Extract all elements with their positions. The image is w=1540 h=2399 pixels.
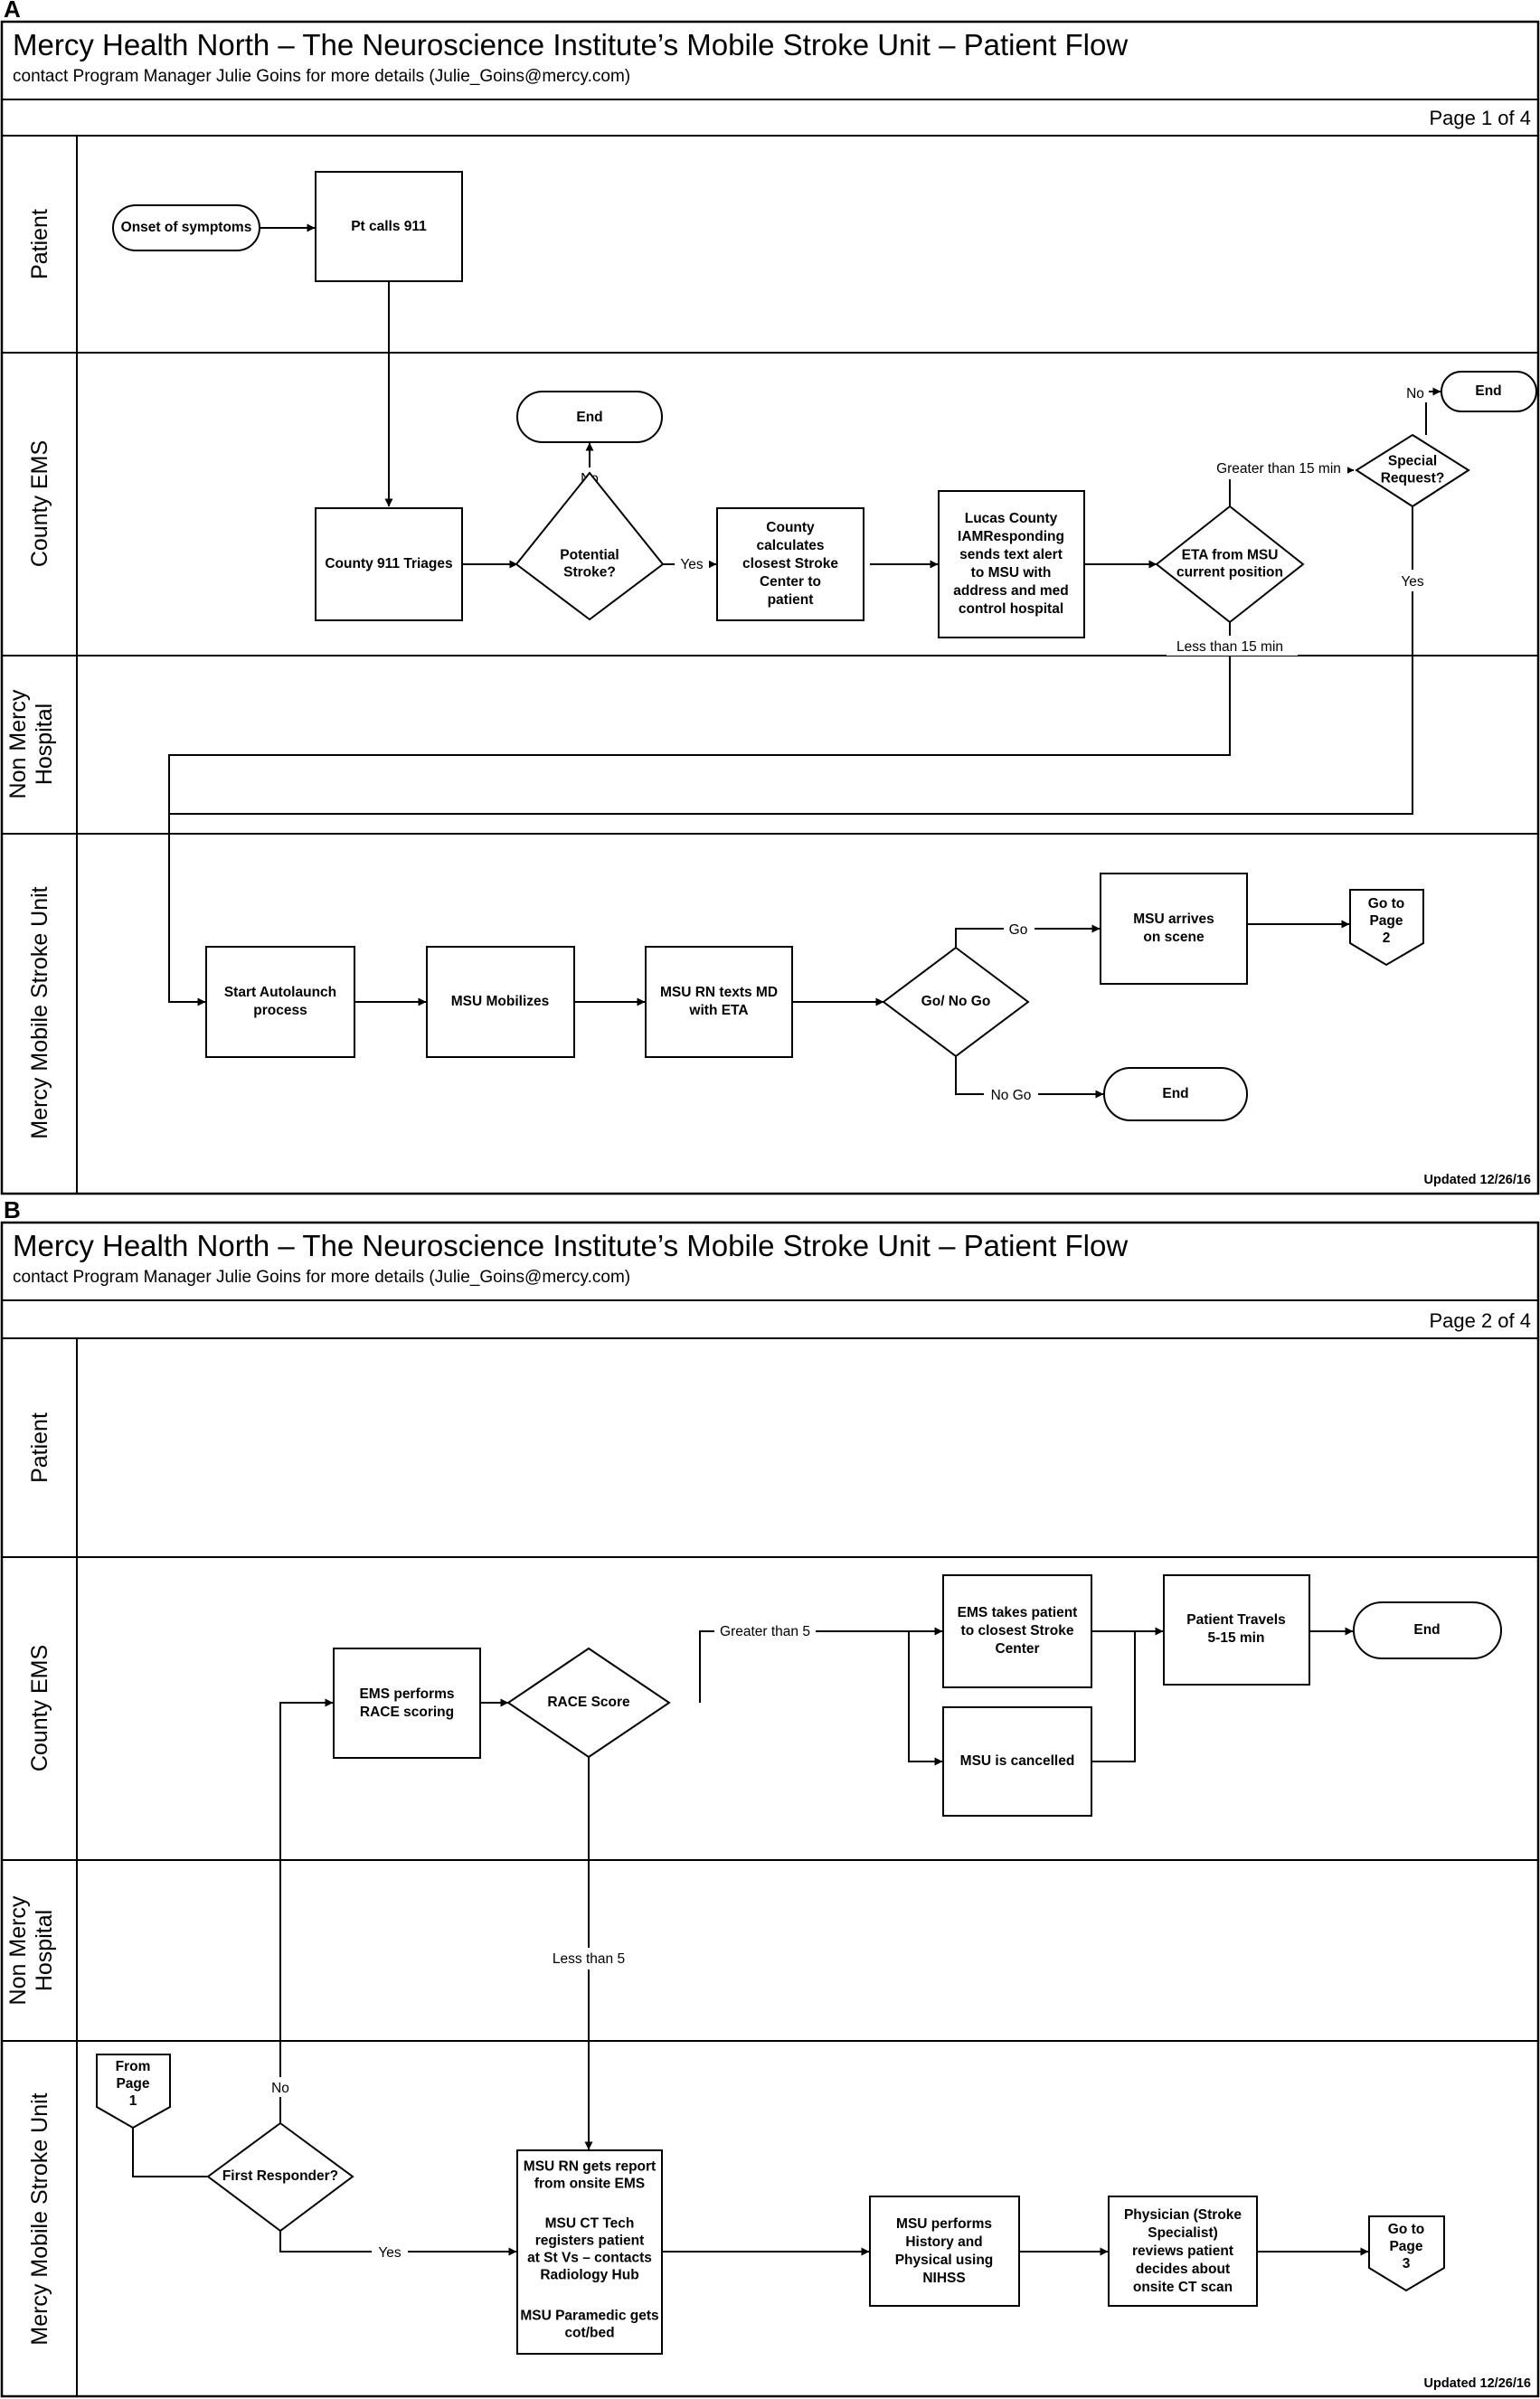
node-decision <box>1155 505 1305 624</box>
node-decision <box>206 2121 354 2233</box>
nodes: Onset of symptoms Pt calls 911 End Count… <box>112 171 1537 1121</box>
edge-label-greater-than-15: Greater than 15 min <box>1216 461 1341 477</box>
node-box <box>716 507 864 621</box>
node-msu-cancelled: MSU is cancelled <box>960 1753 1075 1769</box>
node-end: End <box>1413 1622 1440 1638</box>
lane-label-patient: Patient <box>27 1412 52 1483</box>
page-number-label: Page 1 of 4 <box>1429 107 1531 129</box>
edge-label-yes: Yes <box>378 2245 402 2261</box>
panel-a: A Mercy Health North – The Neuroscience … <box>0 0 1540 1195</box>
node-decision <box>515 471 665 621</box>
edge-label-no-go: No Go <box>991 1088 1032 1103</box>
node-box <box>1100 873 1248 985</box>
lane-label-patient: Patient <box>27 209 52 279</box>
updated-date: Updated 12/26/16 <box>1424 2376 1531 2391</box>
edge-labels: No Yes Greater than 15 min No Yes Less t… <box>576 383 1432 1104</box>
node-msu-mobilizes: MSU Mobilizes <box>451 994 550 1009</box>
node-end: End <box>576 410 602 425</box>
node-decision <box>1355 433 1470 508</box>
page-title: Mercy Health North – The Neuroscience In… <box>13 1229 1128 1262</box>
updated-date: Updated 12/26/16 <box>1424 1173 1531 1187</box>
node-county-911-triages: County 911 Triages <box>325 556 452 571</box>
panel-letter: B <box>4 1196 21 1223</box>
node-terminal <box>112 204 260 251</box>
node-offpage-connector <box>1349 889 1424 967</box>
node-end: End <box>1475 383 1501 399</box>
lane-label-non-mercy-hospital: Non MercyHospital <box>5 1895 57 2005</box>
lane-label-mercy-msu: Mercy Mobile Stroke Unit <box>27 2092 52 2345</box>
edge-label-greater-than-5: Greater than 5 <box>720 1624 810 1639</box>
node-box <box>938 490 1085 638</box>
node-offpage-connector <box>96 2054 171 2130</box>
node-box <box>426 946 575 1058</box>
page-subtitle: contact Program Manager Julie Goins for … <box>13 1268 630 1287</box>
lane-label-county-ems: County EMS <box>27 440 52 567</box>
node-first-responder: First Responder? <box>222 2168 338 2184</box>
node-box <box>942 1706 1092 1817</box>
node-offpage-connector <box>1368 2215 1445 2292</box>
node-terminal <box>1441 371 1537 412</box>
node-box <box>315 171 463 282</box>
node-terminal <box>1103 1067 1248 1121</box>
lane-label-mercy-msu: Mercy Mobile Stroke Unit <box>27 886 52 1138</box>
lane-label-non-mercy-hospital: Non MercyHospital <box>5 689 57 798</box>
page-number-label: Page 2 of 4 <box>1429 1309 1531 1332</box>
lane-label-county-ems: County EMS <box>27 1645 52 1771</box>
node-box <box>942 1574 1092 1688</box>
node-decision <box>882 946 1030 1058</box>
node-end: End <box>1162 1086 1188 1101</box>
panel-letter: A <box>4 0 21 23</box>
node-box <box>1163 1574 1310 1686</box>
edge-label-less-than-15: Less than 15 min <box>1176 639 1283 655</box>
node-go-no-go: Go/ No Go <box>921 994 991 1009</box>
page-subtitle: contact Program Manager Julie Goins for … <box>13 67 630 86</box>
node-box <box>869 2196 1020 2307</box>
node-pt-calls-911: Pt calls 911 <box>351 219 427 234</box>
node-race-score: RACE Score <box>547 1695 630 1710</box>
edge-label-yes: Yes <box>680 557 704 572</box>
edge-label-no: No <box>1406 386 1424 401</box>
panel-b: B Mercy Health North – The Neuroscience … <box>0 1196 1540 2398</box>
connectors <box>168 223 1441 1099</box>
edge-labels: Greater than 5 Less than 5 No Yes <box>266 1620 816 2262</box>
node-terminal <box>516 391 663 443</box>
node-box <box>315 507 463 621</box>
node-box <box>645 946 793 1058</box>
node-decision <box>506 1647 671 1759</box>
node-box <box>333 1648 481 1759</box>
edge-label-no: No <box>271 2081 289 2096</box>
panel-frame <box>0 1221 1540 2398</box>
node-box <box>516 2149 663 2355</box>
edge-label-go: Go <box>1009 922 1028 938</box>
node-box <box>205 946 355 1058</box>
panel-frame <box>0 20 1540 1195</box>
page-title: Mercy Health North – The Neuroscience In… <box>13 28 1128 61</box>
node-terminal <box>1353 1601 1502 1659</box>
node-onset-of-symptoms: Onset of symptoms <box>121 220 252 235</box>
edge-label-yes: Yes <box>1401 574 1424 590</box>
edge-label-less-than-5: Less than 5 <box>553 1951 625 1967</box>
node-box <box>1108 2196 1258 2307</box>
